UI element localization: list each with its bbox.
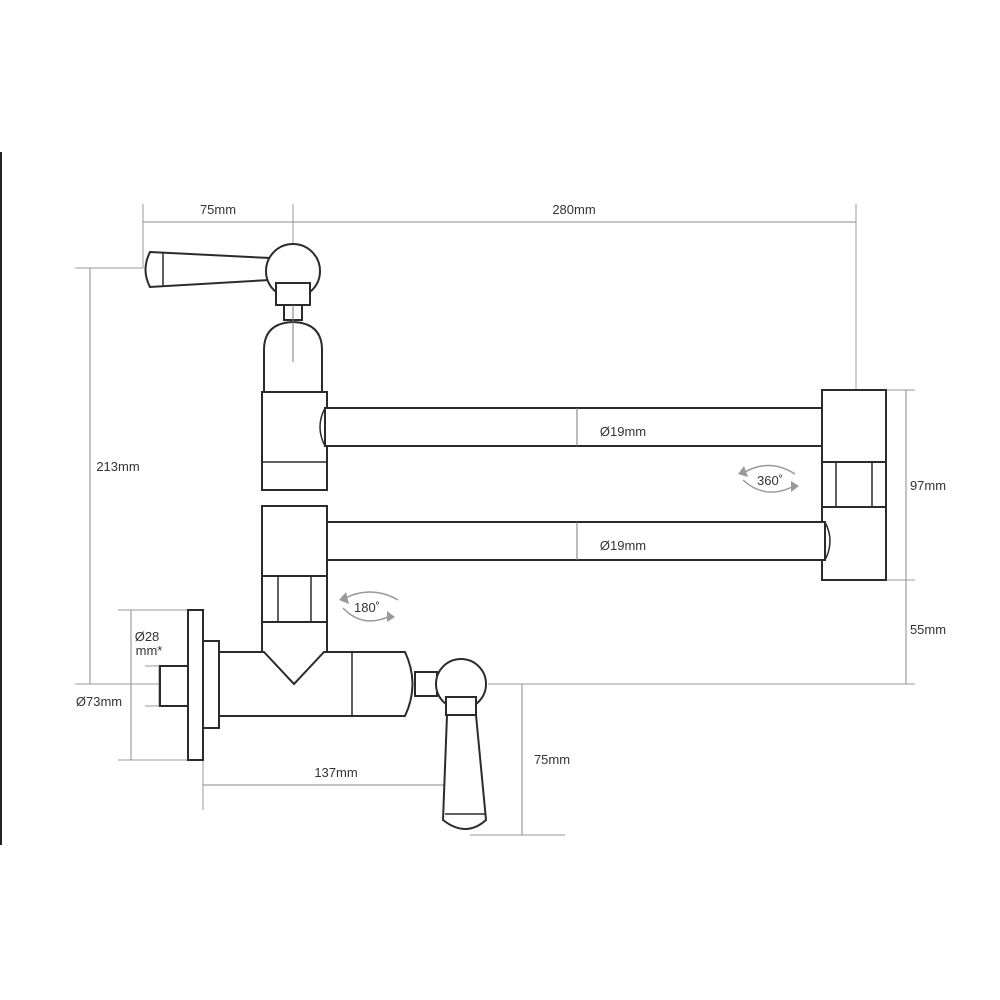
upper-arm-pipe bbox=[319, 407, 831, 447]
label-lower-pipe-diameter: Ø19mm bbox=[600, 538, 646, 553]
label-lower-offset: 55mm bbox=[910, 622, 946, 637]
label-rotation-360: 360˚ bbox=[757, 473, 783, 488]
label-handle-width: 75mm bbox=[200, 202, 236, 217]
label-upper-pipe-diameter: Ø19mm bbox=[600, 424, 646, 439]
upper-spout-body bbox=[261, 320, 328, 491]
rotation-arrow-180 bbox=[339, 591, 399, 622]
lower-spout-body bbox=[261, 505, 328, 686]
label-flange-diameter: Ø73mm bbox=[76, 694, 122, 709]
upper-lever-handle bbox=[144, 243, 321, 321]
label-total-height: 213mm bbox=[96, 459, 139, 474]
label-inlet-diameter-line2: mm* bbox=[136, 643, 163, 658]
label-rotation-180: 180˚ bbox=[354, 600, 380, 615]
label-arm-width: 280mm bbox=[552, 202, 595, 217]
label-inlet-diameter-line1: Ø28 bbox=[135, 629, 160, 644]
right-elbow-joint bbox=[821, 389, 887, 581]
lower-lever-handle bbox=[435, 658, 488, 830]
wall-mount-valve bbox=[159, 609, 438, 761]
label-handle-drop: 75mm bbox=[534, 752, 570, 767]
label-joint-height: 97mm bbox=[910, 478, 946, 493]
label-projection: 137mm bbox=[314, 765, 357, 780]
rotation-arrow-360 bbox=[738, 464, 799, 493]
lower-arm-pipe bbox=[319, 521, 831, 561]
